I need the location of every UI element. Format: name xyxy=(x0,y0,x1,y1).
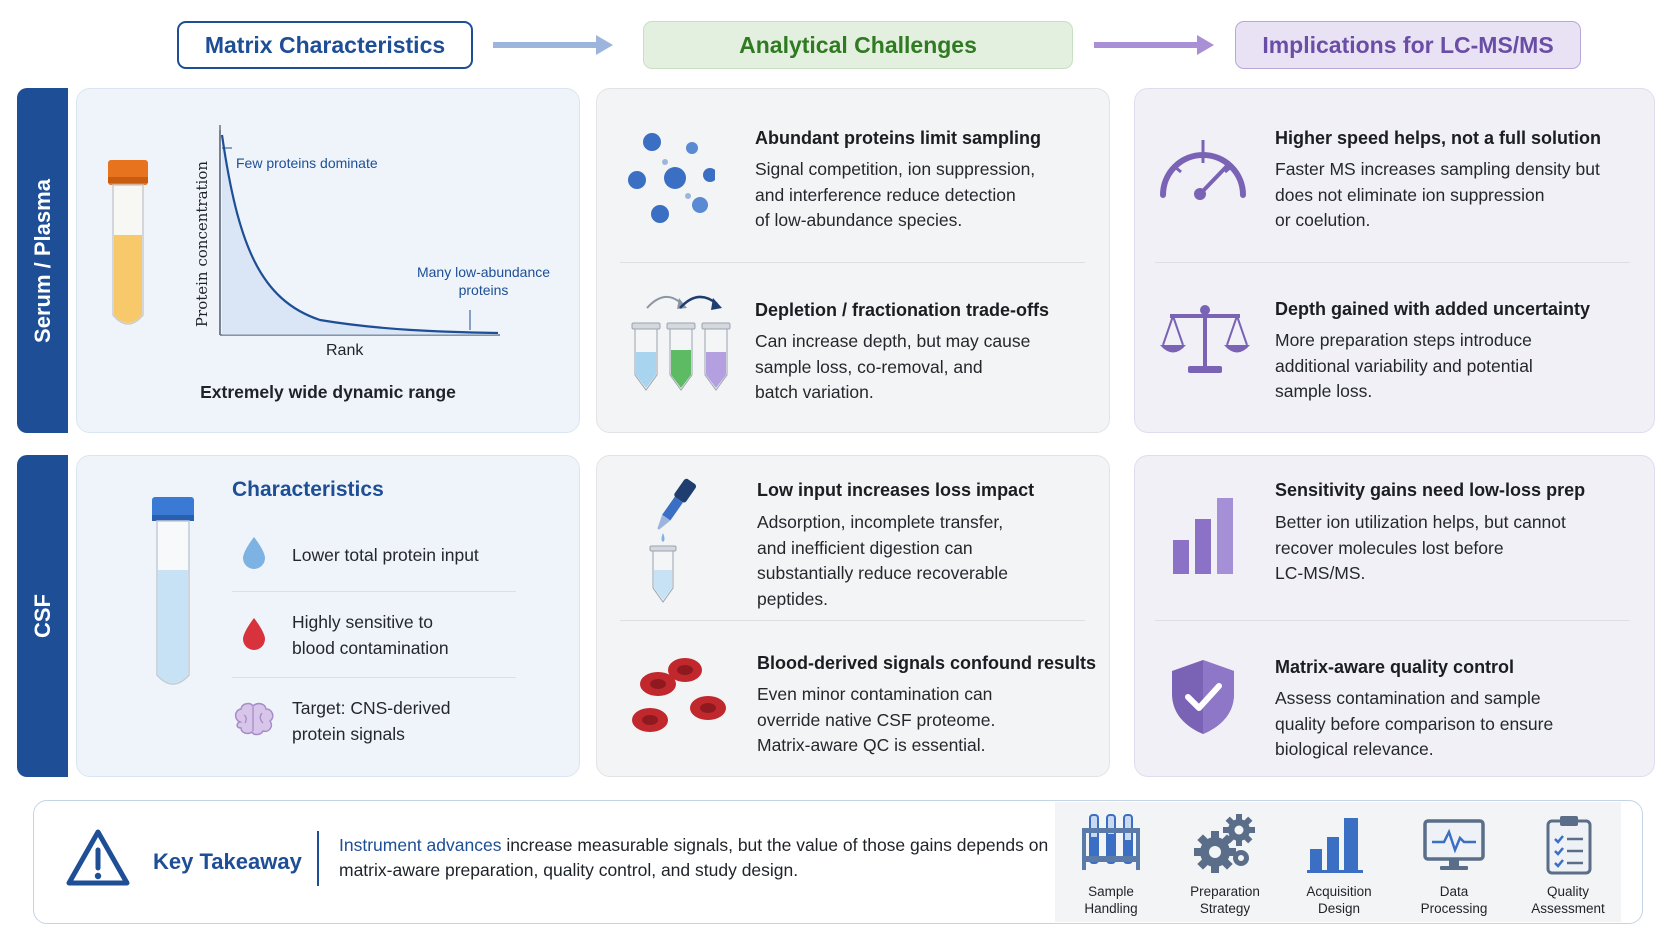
divider xyxy=(232,591,516,592)
key-takeaway-title: Key Takeaway xyxy=(153,849,302,874)
balance-scale-icon xyxy=(1160,305,1250,373)
annotation-few-proteins: Few proteins dominate xyxy=(236,155,378,171)
key-takeaway-text: Instrument advances increase measurable … xyxy=(339,835,1049,880)
annotation-low-abundance-2: proteins xyxy=(458,282,509,298)
header-implications: Implications for LC-MS/MS xyxy=(1235,21,1581,69)
row-label-csf: CSF xyxy=(17,455,68,777)
pipette-tube-icon xyxy=(649,478,697,603)
divider xyxy=(1155,620,1630,621)
dynamic-range-curve xyxy=(219,125,500,336)
serum-tube-icon xyxy=(108,160,148,325)
x-axis-label: Rank xyxy=(326,342,364,359)
csf-characteristics-heading: Characteristics xyxy=(232,478,384,501)
csf-characteristic-item: Target: CNS-derived protein signals xyxy=(292,698,451,744)
brain-icon xyxy=(234,702,274,736)
csf-tube-icon xyxy=(152,497,194,685)
gears-icon xyxy=(1194,814,1255,873)
rising-bars-icon xyxy=(1173,498,1233,574)
header-analytical-challenges: Analytical Challenges xyxy=(643,21,1073,69)
annotation-low-abundance-1: Many low-abundance xyxy=(416,264,551,280)
challenge-body: Signal competition, ion suppression, and… xyxy=(755,159,1036,230)
challenge-title: Low input increases loss impact xyxy=(757,480,1035,500)
divider xyxy=(317,831,319,886)
divider xyxy=(1155,262,1630,263)
y-axis-label-wrap: Protein concentration xyxy=(192,161,212,340)
serum-implications-panel xyxy=(1134,88,1655,433)
implication-body: Better ion utilization helps, but cannot… xyxy=(1275,512,1566,583)
challenge-body: Can increase depth, but may cause sample… xyxy=(755,331,1031,402)
challenge-title: Depletion / fractionation trade-offs xyxy=(755,300,1050,320)
bar-chart-icon xyxy=(1307,818,1363,873)
divider xyxy=(620,620,1085,621)
divider xyxy=(232,677,516,678)
implication-body: More preparation steps introduce additio… xyxy=(1275,330,1533,401)
monitor-icon xyxy=(1423,819,1485,870)
shield-check-icon xyxy=(1172,660,1234,734)
csf-characteristic-item: Highly sensitive to blood contamination xyxy=(292,612,449,658)
csf-challenges-panel xyxy=(596,455,1110,777)
implication-body: Assess contamination and sample quality … xyxy=(1275,688,1554,759)
serum-matrix-panel xyxy=(76,88,580,433)
implication-body: Faster MS increases sampling density but… xyxy=(1275,159,1600,230)
challenge-body: Adsorption, incomplete transfer, and ine… xyxy=(757,512,1008,609)
implication-title: Sensitivity gains need low-loss prep xyxy=(1275,480,1586,500)
implication-title: Matrix-aware quality control xyxy=(1275,657,1515,677)
divider xyxy=(620,262,1085,263)
fractionation-tubes-icon xyxy=(631,295,731,391)
serum-matrix-caption: Extremely wide dynamic range xyxy=(200,382,456,402)
red-blood-cells-icon xyxy=(632,658,726,732)
header-matrix-characteristics: Matrix Characteristics xyxy=(177,21,473,69)
protein-dots-icon xyxy=(628,133,715,223)
row-label-serum-plasma: Serum / Plasma xyxy=(17,88,68,433)
implication-title: Higher speed helps, not a full solution xyxy=(1275,128,1602,148)
implication-title: Depth gained with added uncertainty xyxy=(1275,299,1591,319)
blood-drop-icon xyxy=(243,618,265,650)
arrow-right-icon xyxy=(1094,35,1214,55)
speedometer-icon xyxy=(1160,140,1246,200)
test-tube-rack-icon xyxy=(1082,814,1140,870)
challenge-title: Blood-derived signals confound results xyxy=(757,653,1097,673)
key-takeaway-highlight: Instrument advances xyxy=(339,835,502,855)
warning-triangle-icon xyxy=(66,829,130,886)
water-drop-icon xyxy=(243,537,265,569)
y-axis-label: Protein concentration xyxy=(193,160,211,328)
csf-characteristic-item: Lower total protein input xyxy=(292,545,479,565)
clipboard-check-icon xyxy=(1546,816,1592,875)
challenge-title: Abundant proteins limit sampling xyxy=(755,128,1042,148)
challenge-body: Even minor contamination can override na… xyxy=(757,684,996,755)
arrow-right-icon xyxy=(493,35,613,55)
